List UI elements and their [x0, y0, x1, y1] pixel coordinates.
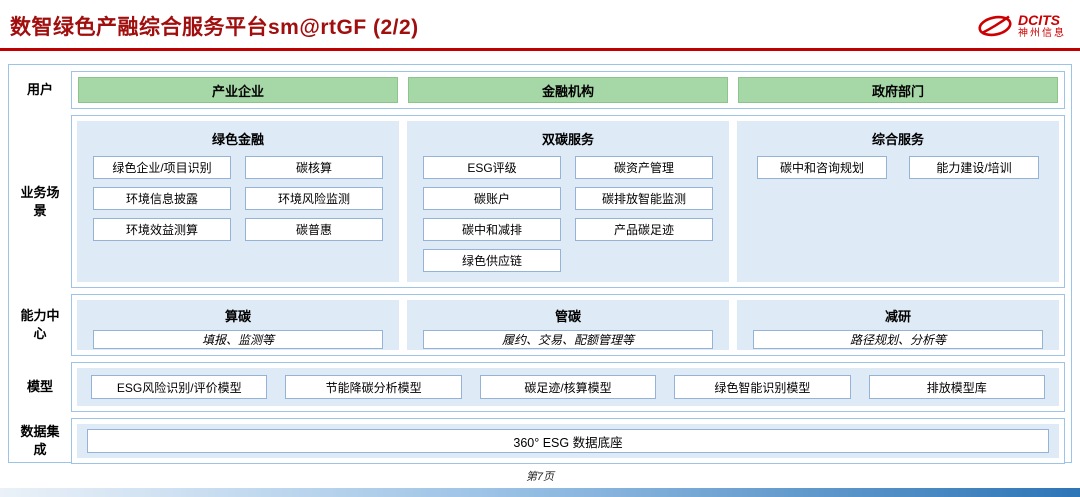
row-label-capabilities: 能力中心	[20, 308, 60, 341]
architecture-diagram: 用户 产业企业 金融机构 政府部门 业务场景 绿色金融 绿色企业/项目识别 碳核…	[8, 64, 1072, 464]
user-item-finance: 金融机构	[408, 77, 728, 103]
panel-title: 综合服务	[871, 132, 924, 147]
cap-desc: 路径规划、分析等	[753, 330, 1043, 349]
green-finance-items: 绿色企业/项目识别 碳核算 环境信息披露 环境风险监测 环境效益测算 碳普惠	[77, 154, 399, 251]
cap-panel-reduce-research: 减研 路径规划、分析等	[737, 300, 1059, 350]
page-title: 数智绿色产融综合服务平台sm@rtGF (2/2)	[10, 16, 419, 39]
scenario-item: 碳资产管理	[575, 156, 713, 179]
data-panel: 360° ESG 数据底座	[77, 424, 1059, 458]
row-label-scenarios: 业务场景	[20, 184, 60, 218]
dual-carbon-items: ESG评级 碳资产管理 碳账户 碳排放智能监测 碳中和减排 产品碳足迹 绿色供应…	[407, 154, 729, 282]
cap-title: 管碳	[554, 309, 581, 324]
scenario-item: 产品碳足迹	[575, 218, 713, 241]
scenarios-box: 绿色金融 绿色企业/项目识别 碳核算 环境信息披露 环境风险监测 环境效益测算 …	[71, 115, 1065, 288]
row-label-models: 模型	[26, 379, 53, 395]
cap-panel-manage-carbon: 管碳 履约、交易、配额管理等	[407, 300, 729, 350]
panel-dual-carbon: 双碳服务 ESG评级 碳资产管理 碳账户 碳排放智能监测 碳中和减排 产品碳足迹…	[407, 121, 729, 282]
comprehensive-items: 碳中和咨询规划 能力建设/培训	[737, 154, 1059, 189]
row-label-data-integration: 数据集成	[20, 424, 60, 457]
row-scenarios: 业务场景 绿色金融 绿色企业/项目识别 碳核算 环境信息披露 环境风险监测 环境…	[15, 115, 1065, 288]
row-users: 用户 产业企业 金融机构 政府部门	[15, 71, 1065, 109]
row-data-integration: 数据集成 360° ESG 数据底座	[15, 418, 1065, 464]
header-bar: 数智绿色产融综合服务平台sm@rtGF (2/2) DCITS 神州信息	[0, 0, 1080, 48]
scenario-item: 碳中和减排	[423, 218, 561, 241]
panel-title: 绿色金融	[211, 132, 264, 147]
cap-panel-calc-carbon: 算碳 填报、监测等	[77, 300, 399, 350]
user-item-government: 政府部门	[738, 77, 1058, 103]
scenario-item: ESG评级	[423, 156, 561, 179]
row-models: 模型 ESG风险识别/评价模型 节能降碳分析模型 碳足迹/核算模型 绿色智能识别…	[15, 362, 1065, 412]
logo-text-wrap: DCITS 神州信息	[1018, 13, 1066, 39]
title-underline	[0, 48, 1080, 51]
users-box: 产业企业 金融机构 政府部门	[71, 71, 1065, 109]
model-item: 绿色智能识别模型	[674, 375, 851, 399]
panel-comprehensive: 综合服务 碳中和咨询规划 能力建设/培训	[737, 121, 1059, 282]
scenario-item: 绿色供应链	[423, 249, 561, 272]
scenario-item: 环境信息披露	[93, 187, 231, 210]
model-item: 排放模型库	[868, 375, 1045, 399]
models-box: ESG风险识别/评价模型 节能降碳分析模型 碳足迹/核算模型 绿色智能识别模型 …	[71, 362, 1065, 412]
panel-title: 双碳服务	[541, 132, 594, 147]
scenario-item: 碳排放智能监测	[575, 187, 713, 210]
data-foundation-item: 360° ESG 数据底座	[87, 429, 1049, 453]
panel-green-finance: 绿色金融 绿色企业/项目识别 碳核算 环境信息披露 环境风险监测 环境效益测算 …	[77, 121, 399, 282]
bottom-gradient-bar	[0, 488, 1080, 497]
row-label-users: 用户	[26, 82, 53, 98]
cap-title: 减研	[884, 309, 911, 324]
dcits-logo: DCITS 神州信息	[977, 13, 1066, 39]
row-capabilities: 能力中心 算碳 填报、监测等 管碳 履约、交易、配额管理等 减研 路径规划、分析…	[15, 294, 1065, 356]
scenario-item: 环境效益测算	[93, 218, 231, 241]
capabilities-box: 算碳 填报、监测等 管碳 履约、交易、配额管理等 减研 路径规划、分析等	[71, 294, 1065, 356]
scenario-item: 碳账户	[423, 187, 561, 210]
user-item-industry: 产业企业	[78, 77, 398, 103]
model-item: 碳足迹/核算模型	[479, 375, 657, 399]
cap-title: 算碳	[224, 309, 251, 324]
page-number: 第7页	[525, 471, 555, 483]
scenario-item: 环境风险监测	[245, 187, 383, 210]
cap-desc: 履约、交易、配额管理等	[423, 330, 713, 349]
scenario-item: 绿色企业/项目识别	[93, 156, 231, 179]
scenario-item: 碳中和咨询规划	[757, 156, 887, 179]
data-integration-box: 360° ESG 数据底座	[71, 418, 1065, 464]
logo-text: DCITS	[1018, 12, 1060, 28]
scenario-item: 能力建设/培训	[909, 156, 1039, 179]
dcits-swirl-icon	[978, 15, 1012, 37]
logo-subtext: 神州信息	[1018, 28, 1066, 39]
model-item: 节能降碳分析模型	[285, 375, 462, 399]
cap-desc: 填报、监测等	[93, 330, 383, 349]
scenario-item: 碳核算	[245, 156, 383, 179]
model-item: ESG风险识别/评价模型	[91, 375, 268, 399]
scenario-item: 碳普惠	[245, 218, 383, 241]
models-panel: ESG风险识别/评价模型 节能降碳分析模型 碳足迹/核算模型 绿色智能识别模型 …	[77, 368, 1059, 406]
